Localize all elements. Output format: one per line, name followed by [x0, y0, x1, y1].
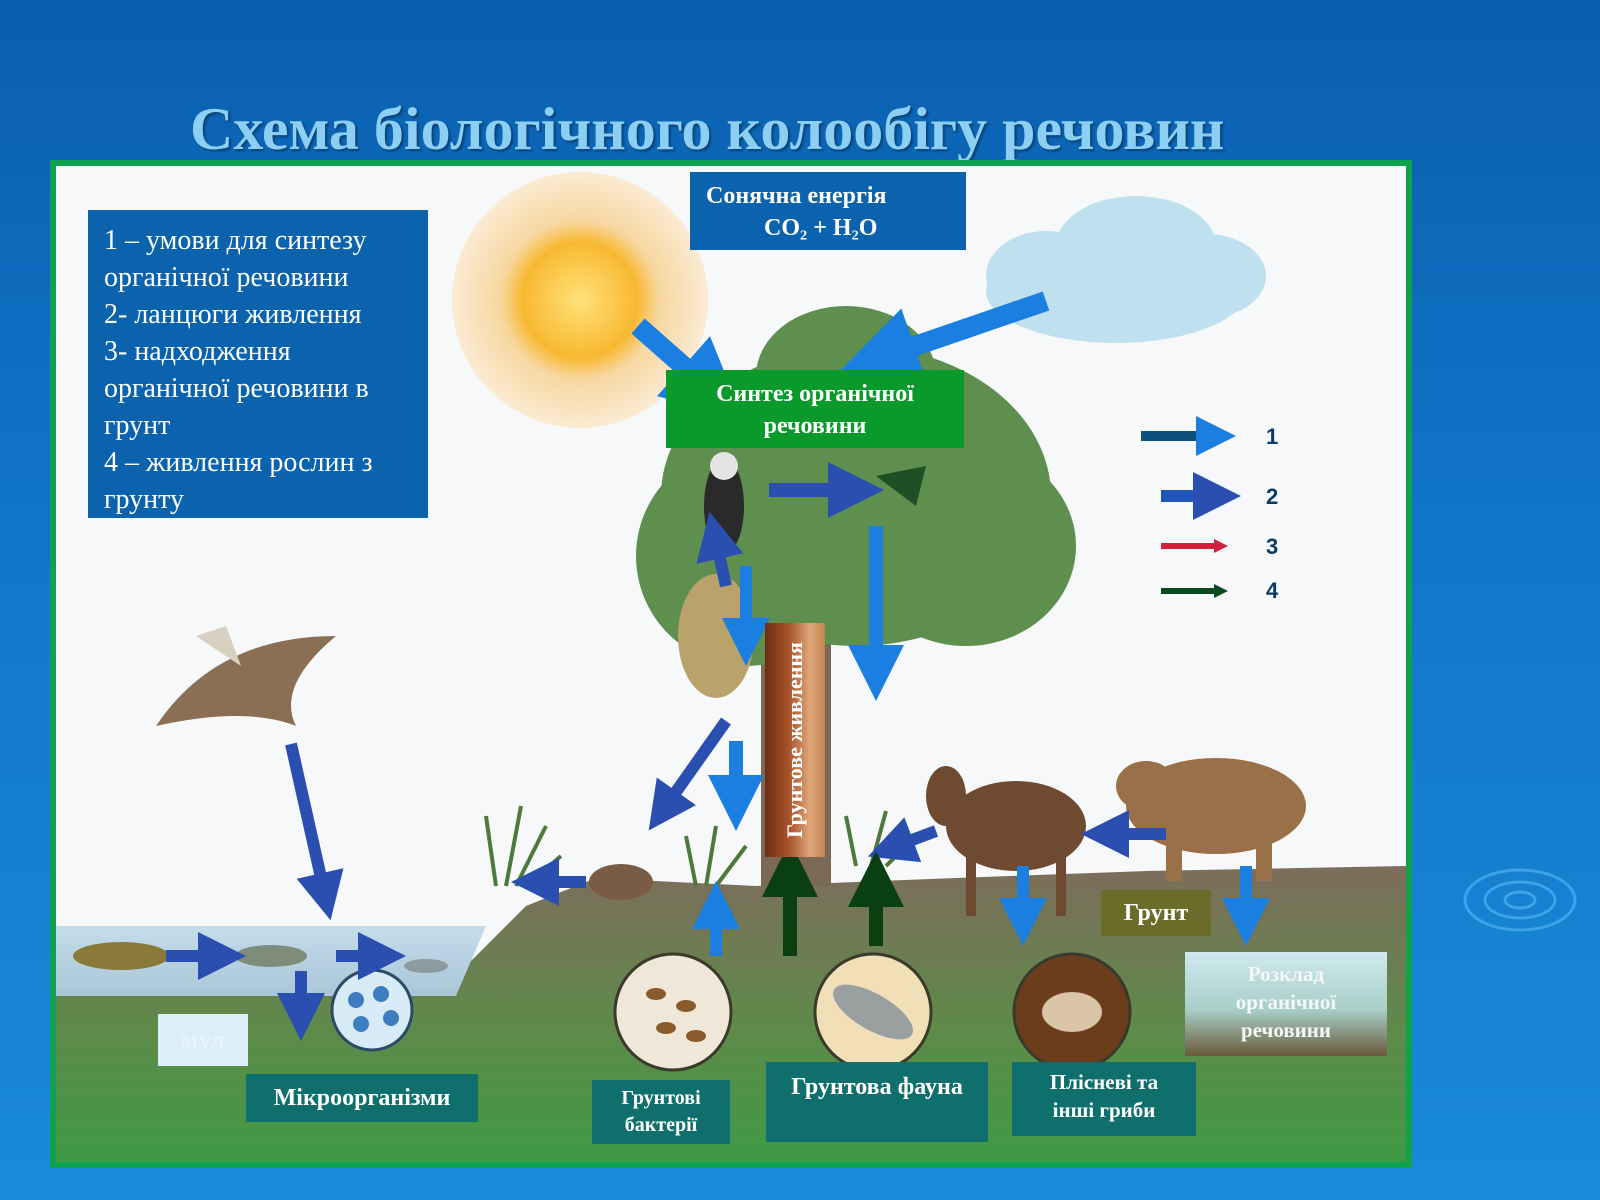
legend-number-1: 1: [1266, 424, 1278, 449]
fungi-icon: [1012, 952, 1132, 1072]
bear-icon: [1116, 758, 1306, 881]
soil-fauna-icon: [813, 952, 933, 1072]
legend-number-3: 3: [1266, 534, 1278, 559]
decomposition-line1: Розклад: [1247, 962, 1325, 986]
moose-icon: [926, 766, 1086, 916]
decomposition-box: Розклад органічної речовини: [1185, 952, 1387, 1056]
cloud-icon: [986, 196, 1266, 343]
diagram-frame: 1 2 3 4 1 – умови для синтезу органічної…: [50, 160, 1412, 1168]
solar-energy-box: Сонячна енергія CO₂ + H₂O: [690, 172, 966, 250]
microorganisms-label: Мікроорганізми: [246, 1074, 478, 1122]
owl-icon: [678, 574, 754, 698]
fungi-line1: Плісневі та: [1049, 1070, 1159, 1094]
solar-energy-label: Сонячна енергія: [706, 183, 887, 209]
soil-bacteria-icon: [613, 952, 733, 1072]
microorganisms-icon: [330, 968, 414, 1052]
decomposition-line2: органічної: [1235, 990, 1337, 1014]
legend-line: органічної речовини: [104, 262, 349, 293]
ripple-decoration: [1463, 868, 1577, 932]
soil-bacteria-box: Грунтові бактерії: [592, 1080, 730, 1144]
mouse-icon: [589, 864, 653, 900]
decomposition-line3: речовини: [1241, 1018, 1331, 1042]
grass-icon: [484, 805, 918, 888]
soil-nutrition-label: Грунтове живлення: [765, 623, 825, 857]
legend-number-4: 4: [1266, 578, 1279, 603]
soil-bacteria-line1: Грунтові: [621, 1087, 701, 1109]
legend-line: органічної речовини в: [104, 373, 369, 404]
legend-line: 3- надходження: [104, 336, 291, 367]
fish-icon: [73, 942, 448, 973]
sun-icon: [452, 172, 708, 428]
legend-line: 2- ланцюги живлення: [104, 299, 362, 330]
soil-bacteria-line2: бактерії: [624, 1114, 698, 1136]
legend-line: 4 – живлення рослин з: [104, 447, 373, 478]
silt-label: мул: [158, 1014, 248, 1066]
soil-nutrition-text: Грунтове живлення: [782, 642, 807, 838]
fungi-box: Плісневі та інші гриби: [1012, 1062, 1196, 1136]
fungi-line2: інші гриби: [1052, 1098, 1156, 1122]
legend-line: 1 – умови для синтезу: [104, 225, 367, 256]
page-title: Схема біологічного колообігу речовин: [190, 96, 1225, 162]
co2-h2o-label: CO₂ + H₂O: [764, 215, 878, 241]
arrow-legend: 1 2 3 4: [1141, 416, 1279, 603]
legend-number-2: 2: [1266, 484, 1278, 509]
synthesis-label-line2: речовини: [763, 413, 867, 439]
bird-of-prey-icon: [156, 626, 336, 726]
soil-label: Грунт: [1101, 890, 1211, 936]
legend-panel: 1 – умови для синтезу органічної речовин…: [88, 210, 428, 518]
soil-fauna-label: Грунтова фауна: [766, 1062, 988, 1142]
synthesis-label-line1: Синтез органічної: [716, 381, 914, 407]
legend-line: грунт: [104, 410, 171, 441]
synthesis-box: Синтез органічної речовини: [666, 370, 964, 448]
legend-line: грунту: [104, 484, 184, 515]
